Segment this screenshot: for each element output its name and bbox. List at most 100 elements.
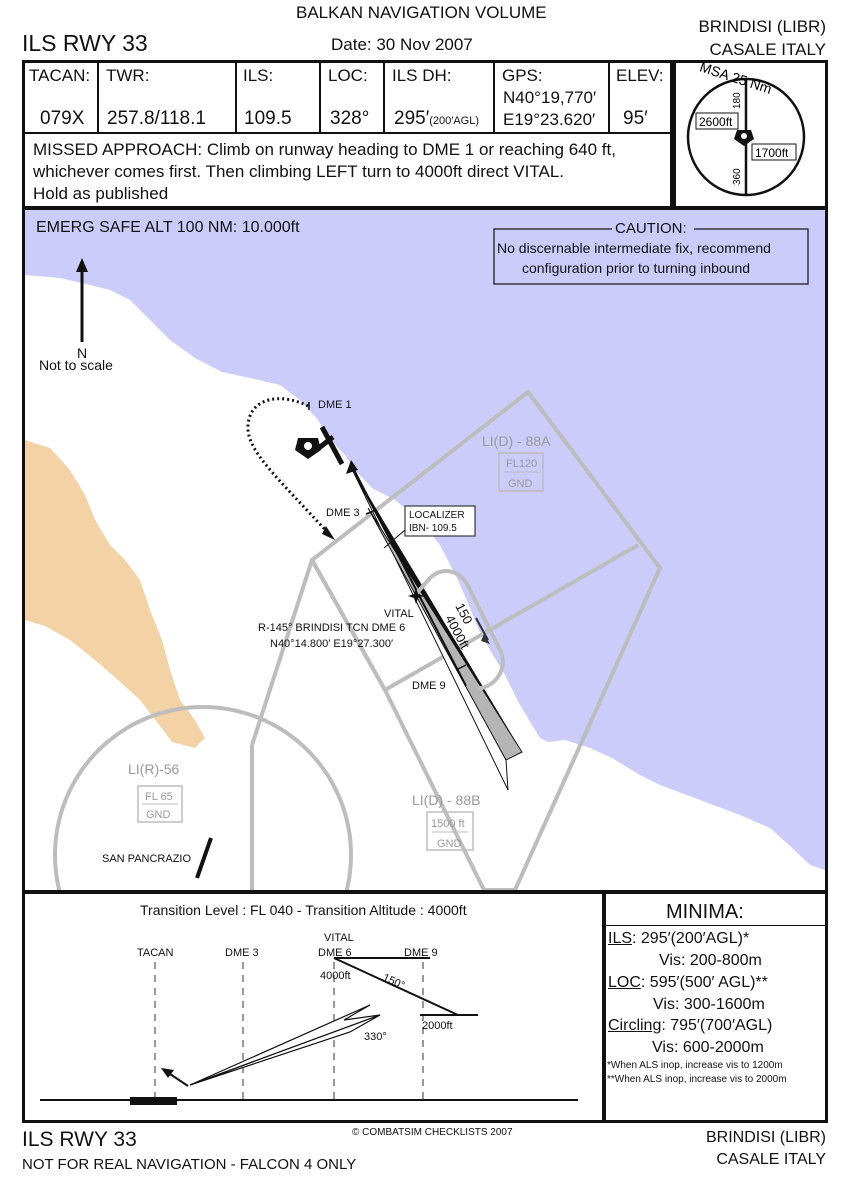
sea-area	[25, 210, 825, 870]
tacan-station-icon	[295, 438, 321, 459]
cell-divider	[493, 62, 495, 133]
procedure-title: ILS RWY 33	[22, 30, 148, 56]
airport-location: CASALE ITALY	[709, 40, 826, 59]
final-approach-line	[351, 465, 467, 687]
ils-label: ILS:	[243, 66, 274, 85]
runway-33	[319, 425, 345, 466]
final-approach-arrow-icon	[346, 460, 358, 474]
gps-lon: E19°23.620′	[503, 110, 596, 129]
ils-dh-value: 295′(200′AGL)	[394, 108, 479, 130]
cell-divider	[383, 62, 385, 133]
profile-dme6: DME 6	[318, 947, 352, 959]
minima-note-2: **When ALS inop, increase vis to 2000m	[607, 1074, 787, 1085]
localizer-box	[404, 505, 476, 537]
runway-profile	[130, 1097, 177, 1105]
airport-name: BRINDISI (LIBR)	[698, 17, 826, 36]
plan-view-frame: LI(D) - 88A FL120 GND LI(D) - 88B 1500 f…	[22, 207, 828, 893]
gps-label: GPS:	[502, 66, 543, 85]
msa-right-alt: 1700ft	[755, 146, 789, 160]
area-88a-floor: GND	[508, 478, 533, 490]
minima-title-underline	[605, 925, 827, 926]
footer-airport: BRINDISI (LIBR)	[705, 1129, 826, 1146]
loc-value: 328°	[330, 108, 370, 129]
area-88b-ceiling: 1500 ft	[431, 818, 465, 830]
north-label: N	[77, 345, 87, 361]
missed-approach-line2: whichever comes first. Then climbing LEF…	[33, 162, 565, 181]
minima-loc: LOC: 595′(500′ AGL)**	[608, 974, 768, 992]
descent-150-line	[333, 957, 459, 1016]
profile-tacan: TACAN	[137, 947, 174, 959]
minima-loc-label: LOC	[608, 974, 641, 991]
twr-value: 257.8/118.1	[107, 108, 206, 129]
msa-radial-180: 180	[732, 92, 743, 109]
minima-circling-vis: Vis: 600-2000m	[652, 1039, 764, 1056]
loc-label: LOC:	[328, 66, 368, 85]
san-pancrazio-runway	[195, 837, 213, 879]
north-arrowhead-icon	[76, 258, 88, 272]
profile-dme3: DME 3	[225, 947, 259, 959]
tacan-label: TACAN:	[29, 66, 91, 85]
tacan-value: 079X	[40, 108, 85, 129]
ils-dh-msl: 295′	[394, 108, 430, 129]
vital-coordinates: N40°14.800′ E19°27.300′	[270, 638, 393, 650]
dme9-label: DME 9	[412, 680, 446, 692]
minima-circling-label: Circling	[608, 1017, 662, 1034]
vital-radial: R-145° BRINDISI TCN DME 6	[258, 622, 405, 634]
glideslope-feather-2	[189, 1014, 381, 1086]
emerg-safe-alt: EMERG SAFE ALT 100 NM: 10.000ft	[36, 219, 300, 236]
vital-fix-icon	[408, 588, 424, 604]
info-divider	[24, 132, 672, 134]
hold-inbound-arrow-icon	[475, 617, 489, 641]
chart-date: Date: 30 Nov 2007	[331, 35, 473, 54]
missed-climb-line	[169, 1073, 189, 1087]
twr-label: TWR:	[106, 66, 150, 85]
area-88a-label: LI(D) - 88A	[482, 433, 551, 449]
msa-left-alt: 2600ft	[699, 115, 733, 129]
footer-copyright: © COMBATSIM CHECKLISTS 2007	[352, 1127, 513, 1138]
localizer-freq: IBN- 109.5	[409, 523, 457, 534]
holding-pattern	[414, 569, 505, 690]
localizer-label: LOCALIZER	[409, 510, 465, 521]
land-left	[25, 440, 205, 748]
profile-dme9: DME 9	[404, 947, 438, 959]
minima-ils-vis: Vis: 200-800m	[659, 952, 762, 969]
cell-divider	[97, 62, 99, 133]
tacan-icon	[734, 130, 754, 146]
profile-vital: VITAL	[324, 932, 354, 944]
dme3-label: DME 3	[326, 507, 360, 519]
gps-lat: N40°19,770′	[503, 88, 597, 107]
volume-title: BALKAN NAVIGATION VOLUME	[296, 3, 547, 22]
area-56-circle	[53, 705, 353, 890]
alt-2000-label: 2000ft	[422, 1020, 453, 1032]
area-56-ceiling: FL 65	[145, 791, 173, 803]
minima-loc-vis: Vis: 300-1600m	[653, 996, 765, 1013]
minima-ils-value: : 295′(200′AGL)*	[632, 930, 750, 947]
caution-line2: configuration prior to turning inbound	[522, 260, 750, 276]
minima-circling: Circling: 795′(700′AGL)	[608, 1017, 772, 1035]
cell-divider	[608, 62, 610, 133]
minima-title: MINIMA:	[666, 901, 744, 923]
elev-value: 95′	[623, 108, 648, 129]
minima-note-1: *When ALS inop, increase vis to 1200m	[607, 1060, 783, 1071]
course-330-label: 330°	[364, 1031, 387, 1043]
area-56-label: LI(R)-56	[128, 761, 180, 777]
area-56-floor: GND	[146, 809, 171, 821]
area-88b-floor: GND	[437, 838, 462, 850]
missed-approach-line3: Hold as published	[33, 184, 169, 203]
footer-procedure: ILS RWY 33	[22, 1128, 137, 1151]
area-inner-boundary	[310, 543, 639, 693]
missed-approach-arrow-icon	[322, 526, 335, 540]
elev-label: ELEV:	[616, 66, 664, 85]
cell-divider	[235, 62, 237, 133]
alt-4000-label: 4000ft	[320, 970, 351, 982]
ils-dh-label: ILS DH:	[392, 66, 452, 85]
area-88b-label: LI(D) - 88B	[412, 792, 480, 808]
ils-value: 109.5	[244, 108, 292, 129]
missed-climb-arrow-icon	[161, 1068, 174, 1078]
msa-diagram: MSA 25 Nm 180 360 2600ft 1700ft	[686, 63, 806, 197]
cell-divider	[319, 62, 321, 133]
minima-ils-label: ILS	[608, 930, 633, 947]
glideslope-feather	[189, 1004, 381, 1086]
dme1-label: DME 1	[318, 399, 352, 411]
missed-approach-line1: MISSED APPROACH: Climb on runway heading…	[33, 140, 616, 159]
